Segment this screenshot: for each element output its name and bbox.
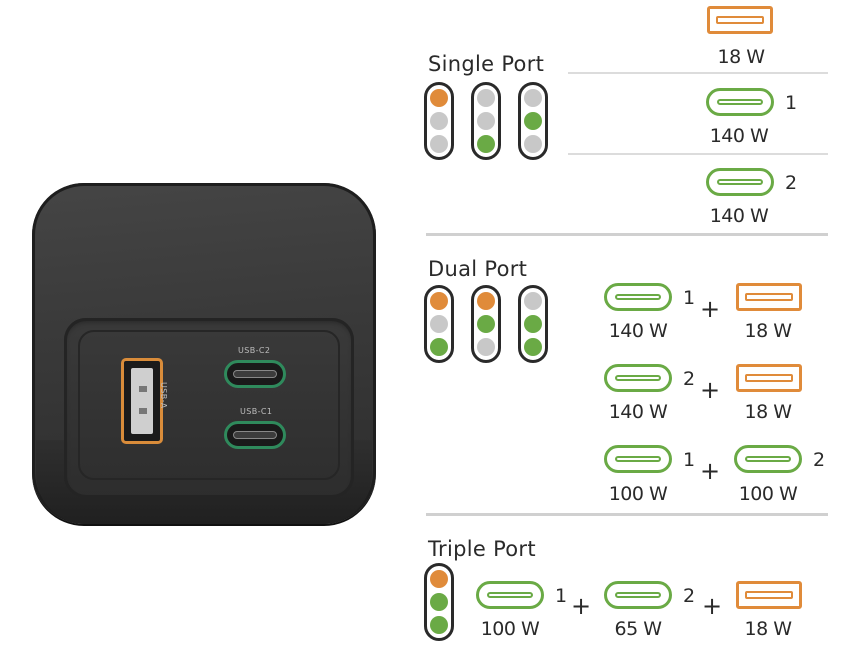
device-usb-a-port	[121, 358, 163, 444]
indicator-dual-2	[471, 285, 501, 363]
led-dot	[477, 135, 495, 153]
led-dot	[430, 338, 448, 356]
led-dot	[430, 292, 448, 310]
watt-label: 140 W	[608, 401, 668, 423]
usb-c-icon	[604, 283, 672, 311]
port-number: 1	[683, 449, 696, 471]
usb-c-icon	[604, 364, 672, 392]
indicator-single-2	[471, 82, 501, 160]
triple-port-heading: Triple Port	[428, 537, 536, 561]
port-number: 1	[683, 287, 696, 309]
plus-sign: +	[700, 376, 721, 404]
usb-a-label: USB-A	[159, 382, 168, 409]
watt-label: 140 W	[709, 125, 769, 147]
indicator-single-3	[518, 82, 548, 160]
led-dot	[524, 292, 542, 310]
plus-sign: +	[571, 592, 592, 620]
watt-label: 18 W	[744, 618, 792, 640]
indicator-dual-3	[518, 285, 548, 363]
watt-label: 18 W	[744, 401, 792, 423]
port-panel-inner	[78, 330, 340, 480]
led-dot	[477, 112, 495, 130]
watt-label: 140 W	[709, 205, 769, 227]
port-number: 1	[785, 92, 798, 114]
plus-sign: +	[700, 457, 721, 485]
led-dot	[477, 89, 495, 107]
usb-a-icon	[707, 6, 773, 34]
dual-port-heading: Dual Port	[428, 257, 528, 281]
led-dot	[524, 338, 542, 356]
led-dot	[430, 89, 448, 107]
port-number: 1	[555, 585, 568, 607]
port-number: 2	[683, 585, 696, 607]
usb-c-icon	[706, 88, 774, 116]
usb-c-icon	[604, 445, 672, 473]
led-dot	[524, 89, 542, 107]
usb-c2-label: USB-C2	[238, 346, 271, 355]
led-dot	[430, 616, 448, 634]
divider	[568, 72, 828, 74]
plus-sign: +	[702, 592, 723, 620]
watt-label: 100 W	[738, 483, 798, 505]
watt-label: 100 W	[608, 483, 668, 505]
led-dot	[430, 593, 448, 611]
usb-c-icon	[604, 581, 672, 609]
led-dot	[430, 135, 448, 153]
watt-label: 18 W	[717, 46, 765, 68]
led-dot	[477, 338, 495, 356]
watt-label: 100 W	[480, 618, 540, 640]
port-number: 2	[683, 368, 696, 390]
led-dot	[430, 112, 448, 130]
section-divider	[426, 513, 828, 516]
plus-sign: +	[700, 295, 721, 323]
led-dot	[524, 315, 542, 333]
indicator-triple-1	[424, 563, 454, 641]
usb-c-icon	[734, 445, 802, 473]
led-dot	[477, 292, 495, 310]
led-dot	[524, 112, 542, 130]
port-panel	[64, 318, 354, 498]
led-dot	[524, 135, 542, 153]
device-usb-c2-port	[224, 360, 286, 388]
divider	[568, 153, 828, 155]
usb-a-icon	[736, 364, 802, 392]
usb-a-icon	[736, 581, 802, 609]
usb-c1-label: USB-C1	[240, 407, 273, 416]
device-usb-c1-port	[224, 421, 286, 449]
indicator-single-1	[424, 82, 454, 160]
led-dot	[430, 570, 448, 588]
watt-label: 140 W	[608, 320, 668, 342]
usb-a-icon	[736, 283, 802, 311]
section-divider	[426, 233, 828, 236]
port-number: 2	[785, 172, 798, 194]
single-port-heading: Single Port	[428, 52, 545, 76]
port-number: 2	[813, 449, 826, 471]
led-dot	[477, 315, 495, 333]
watt-label: 18 W	[744, 320, 792, 342]
usb-c-icon	[706, 168, 774, 196]
usb-c-icon	[476, 581, 544, 609]
indicator-dual-1	[424, 285, 454, 363]
watt-label: 65 W	[614, 618, 662, 640]
led-dot	[430, 315, 448, 333]
